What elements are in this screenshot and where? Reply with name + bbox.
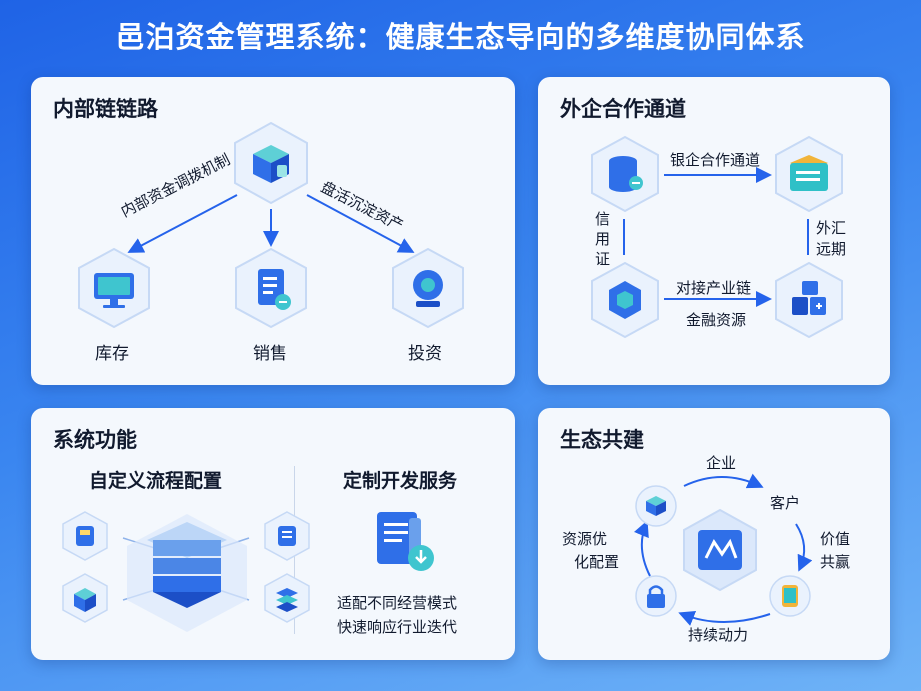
hexagon-icon	[590, 261, 660, 343]
external-panel: 外企合作通道 银企合作通道 信用证 外汇远期 对接产业链 金融资源	[538, 77, 890, 385]
internal-title: 内部链链路	[53, 97, 158, 121]
eco-momentum: 持续动力	[688, 626, 749, 644]
node-label-sales: 销售	[253, 344, 287, 364]
ecosystem-title: 生态共建	[560, 428, 644, 452]
node-label-inventory: 库存	[95, 344, 129, 364]
label-supply-chain-1: 对接产业链	[676, 279, 752, 297]
dev-desc-2: 快速响应行业迭代	[337, 618, 458, 636]
functions-panel: 系统功能 自定义流程配置 定制开发服务	[31, 408, 515, 660]
ecosystem-cycle	[634, 473, 813, 626]
blocks-icon	[774, 261, 844, 343]
tablet-icon	[769, 575, 811, 617]
cube-icon	[635, 485, 677, 527]
eco-enterprise: 企业	[706, 454, 737, 472]
eco-value-2: 共赢	[820, 553, 851, 571]
camera-icon	[391, 247, 465, 333]
monitor-icon	[77, 247, 151, 333]
eco-value-1: 价值	[820, 530, 851, 548]
center-logo-icon	[683, 508, 757, 592]
dev-desc-1: 适配不同经营模式	[337, 594, 458, 612]
download-doc-icon	[377, 512, 434, 571]
label-bank-channel: 银企合作通道	[670, 151, 761, 169]
custom-dev-title: 定制开发服务	[343, 470, 458, 492]
internal-panel: 内部链链路 内部资金调拨机制 盘活沉淀资产 库存	[31, 77, 515, 385]
document-icon	[234, 247, 308, 333]
internal-arrows	[127, 194, 415, 253]
lock-icon	[635, 575, 677, 617]
label-letter-credit: 信用证	[595, 210, 611, 268]
database-icon	[590, 135, 660, 217]
flow-config-illustration	[62, 511, 310, 632]
eco-resource-2: 化配置	[574, 553, 620, 571]
node-label-investment: 投资	[408, 344, 442, 364]
cube-box-icon	[233, 121, 309, 209]
external-arrows	[623, 167, 809, 307]
custom-flow-title: 自定义流程配置	[89, 470, 223, 492]
eco-customer: 客户	[770, 494, 801, 512]
functions-title: 系统功能	[53, 428, 137, 452]
label-supply-chain-2: 金融资源	[686, 311, 747, 329]
ecosystem-panel: 生态共建 企业 客户 价值 共赢 持续动力 资源优 化配置	[538, 408, 890, 660]
label-forex-forward: 外汇远期	[816, 219, 847, 258]
stack-icon	[774, 135, 844, 217]
page-title: 邑泊资金管理系统：健康生态导向的多维度协同体系	[115, 20, 806, 54]
external-title: 外企合作通道	[560, 97, 686, 121]
eco-resource-1: 资源优	[562, 530, 608, 548]
